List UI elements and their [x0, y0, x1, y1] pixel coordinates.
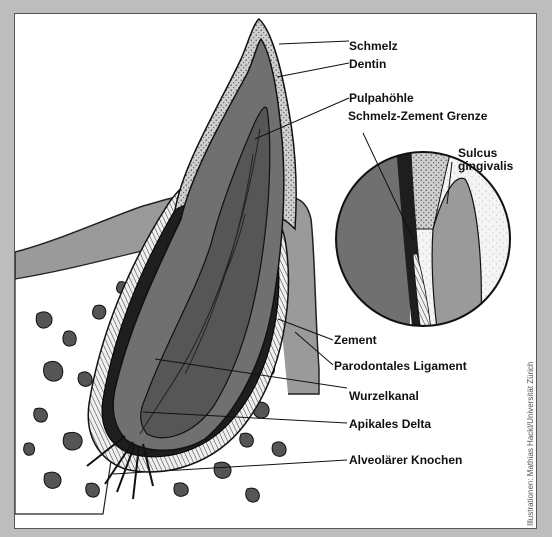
label-schmelz: Schmelz [349, 39, 398, 53]
label-sez-grenze: Schmelz-Zement Grenze [348, 109, 488, 123]
label-pulpahoehle: Pulpahöhle [349, 91, 414, 105]
label-sulcus-line2: gingivalis [458, 159, 514, 173]
label-apikales-delta: Apikales Delta [349, 417, 431, 431]
label-ligament: Parodontales Ligament [334, 359, 467, 373]
label-dentin: Dentin [349, 57, 386, 71]
label-sulcus-line1: Sulcus [458, 146, 498, 160]
illustration-credit: Illustrationen: Mathias Hackl/Universitä… [526, 361, 535, 526]
illustration-frame: Schmelz Dentin Pulpahöhle Schmelz-Zement… [14, 13, 537, 529]
label-wurzelkanal: Wurzelkanal [349, 389, 419, 403]
label-zement: Zement [334, 333, 377, 347]
tooth-anatomy-diagram: Schmelz Dentin Pulpahöhle Schmelz-Zement… [15, 14, 537, 529]
label-knochen: Alveolärer Knochen [349, 453, 462, 467]
